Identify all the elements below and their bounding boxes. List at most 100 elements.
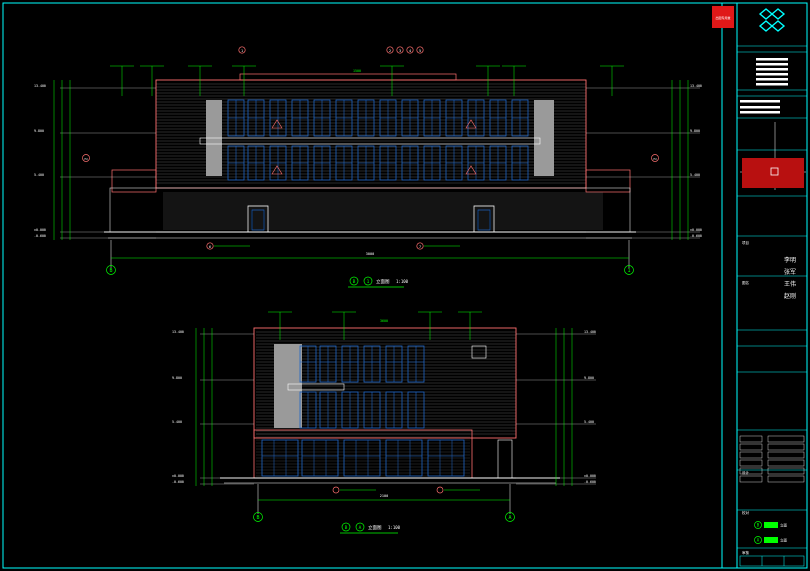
callout-number: 2 bbox=[389, 49, 391, 53]
caption-title: 立面图 bbox=[368, 524, 382, 531]
entrance-glass bbox=[477, 209, 491, 231]
title-block-cell bbox=[739, 475, 763, 483]
side-door bbox=[497, 439, 513, 479]
caption-axis-to: 1 bbox=[367, 279, 370, 285]
level-label-right: 13.400 bbox=[584, 330, 596, 334]
caption-axis-bubble bbox=[363, 276, 373, 286]
text-bar bbox=[756, 83, 788, 86]
axis-label-right: 1 bbox=[627, 268, 630, 274]
title-block-label: 图名 bbox=[742, 280, 749, 285]
footer-box bbox=[739, 555, 805, 567]
side-tag-circle bbox=[651, 154, 659, 162]
title-block-label: 设计 bbox=[742, 470, 750, 475]
logo-diamond bbox=[758, 8, 774, 20]
accent-triangle bbox=[465, 119, 477, 129]
side-tag-label: (5) bbox=[83, 157, 88, 161]
legend-key: B bbox=[757, 523, 760, 528]
callout-number: 7 bbox=[419, 245, 421, 249]
left-wing bbox=[111, 169, 157, 193]
legend-key: A bbox=[757, 538, 760, 543]
main-block-outline bbox=[253, 327, 517, 439]
caption-axis-bubble bbox=[355, 522, 365, 532]
logo-diamond bbox=[770, 8, 786, 20]
caption-axis-from: B bbox=[353, 279, 356, 285]
key-plan-block bbox=[742, 158, 804, 188]
level-label-left: 5.400 bbox=[34, 173, 44, 177]
callout-number-circle bbox=[396, 46, 404, 54]
entrance-glass bbox=[251, 209, 265, 231]
storefront-glass bbox=[301, 439, 339, 477]
legend-text: 立面 bbox=[780, 523, 788, 528]
level-label-left: 13.400 bbox=[172, 330, 184, 334]
signature: 张军 bbox=[784, 268, 796, 276]
level-label-left: 9.800 bbox=[34, 129, 44, 133]
title-block-cell bbox=[739, 451, 763, 459]
text-bar bbox=[756, 68, 788, 71]
roof-dimension-text: 3600 bbox=[380, 319, 388, 323]
title-block-cell bbox=[767, 435, 805, 443]
level-label-left: 5.400 bbox=[172, 420, 182, 424]
title-block: 出图专用章项目图名设计校对审核审定李明张军王伟赵刚B立面A立面 bbox=[712, 6, 807, 567]
level-label-right: 5.400 bbox=[690, 173, 700, 177]
level-label-right: ±0.000 bbox=[690, 228, 702, 232]
title-block-cell bbox=[767, 475, 805, 483]
legend-swatch bbox=[764, 537, 778, 543]
callout-number-circle bbox=[332, 486, 340, 494]
axis-label-left: B bbox=[109, 268, 112, 274]
level-label-left: ±0.000 bbox=[34, 228, 46, 232]
storefront-glass bbox=[385, 439, 423, 477]
callout-number-circle bbox=[386, 46, 394, 54]
side-tag-circle bbox=[82, 154, 90, 162]
title-block-cell bbox=[767, 467, 805, 475]
level-label-right: 5.400 bbox=[584, 420, 594, 424]
text-bar bbox=[756, 58, 788, 61]
axis-label-right: A bbox=[508, 515, 511, 521]
axis-bubble-right bbox=[505, 512, 515, 522]
callout-number-circle bbox=[416, 242, 424, 250]
axis-bubble-right bbox=[624, 265, 634, 275]
storefront-glass bbox=[261, 439, 299, 477]
caption-axis-to: A bbox=[359, 525, 362, 531]
title-block-label: 校对 bbox=[742, 510, 750, 515]
approval-stamp bbox=[712, 6, 734, 28]
title-block-cell bbox=[739, 459, 763, 467]
title-block-cell bbox=[767, 459, 805, 467]
level-label-left: ±0.000 bbox=[172, 474, 184, 478]
level-label-left: 9.800 bbox=[172, 376, 182, 380]
logo-diamond bbox=[758, 20, 774, 32]
callout-number: 1 bbox=[241, 49, 243, 53]
legend-text: 立面 bbox=[780, 538, 788, 543]
caption-axis-bubble bbox=[341, 522, 351, 532]
text-bar bbox=[740, 100, 780, 103]
legend-bubble bbox=[754, 521, 762, 529]
text-bar bbox=[740, 111, 780, 114]
legend-bubble bbox=[754, 536, 762, 544]
approval-stamp-text: 出图专用章 bbox=[715, 15, 730, 20]
axis-bubble-left bbox=[106, 265, 116, 275]
title-block-label: 项目 bbox=[742, 240, 749, 245]
axis-bubble-left bbox=[253, 512, 263, 522]
podium-outline bbox=[253, 429, 473, 479]
side-tag-label: (5) bbox=[652, 157, 657, 161]
caption-axis-bubble bbox=[349, 276, 359, 286]
title-block-cell bbox=[739, 435, 763, 443]
text-bar bbox=[756, 63, 788, 66]
accent-triangle bbox=[271, 119, 283, 129]
roof-vent bbox=[471, 345, 487, 359]
title-block-cell bbox=[767, 443, 805, 451]
title-block-cell bbox=[739, 443, 763, 451]
overall-dimension-text: 2100 bbox=[380, 494, 388, 498]
title-block-cell bbox=[767, 451, 805, 459]
level-label-right: -0.600 bbox=[584, 480, 596, 484]
caption-scale: 1:100 bbox=[396, 279, 409, 284]
text-bar bbox=[740, 106, 780, 109]
level-label-right: 9.800 bbox=[584, 376, 594, 380]
signature: 李明 bbox=[784, 256, 796, 264]
callout-number: 5 bbox=[419, 49, 421, 53]
text-bar bbox=[756, 73, 788, 76]
level-label-right: ±0.000 bbox=[584, 474, 596, 478]
right-wing bbox=[585, 169, 631, 193]
